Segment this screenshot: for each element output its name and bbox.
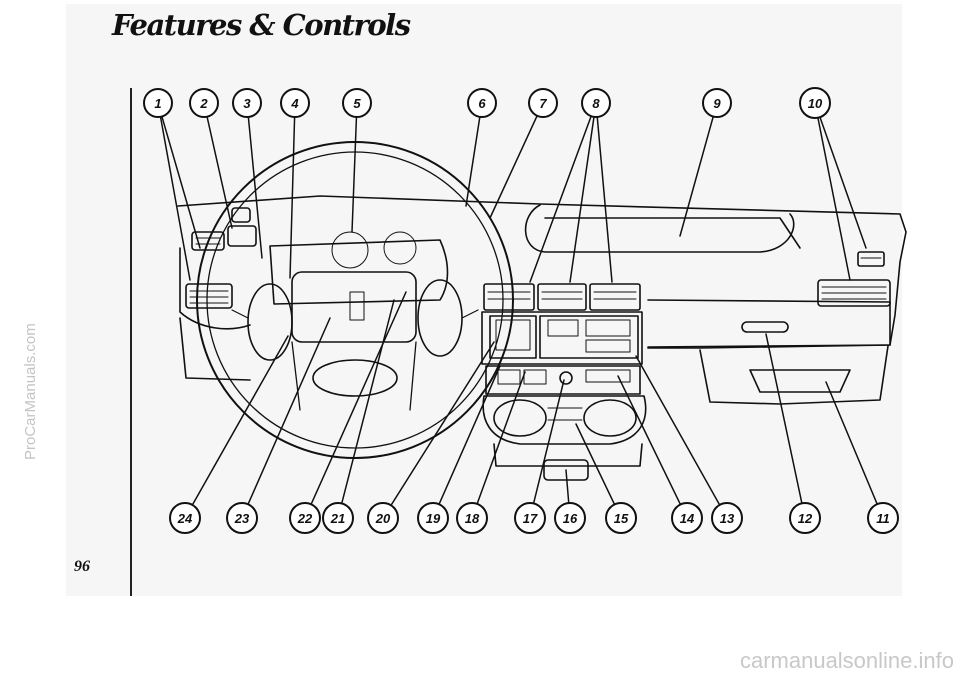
callout-16-label: 16 xyxy=(563,511,578,526)
callout-9: 9 xyxy=(702,88,732,118)
callout-13-label: 13 xyxy=(720,511,735,526)
callout-21-label: 21 xyxy=(330,511,345,526)
glovebox-top-panel xyxy=(544,217,801,249)
callout-11: 11 xyxy=(867,502,899,534)
callout-22: 22 xyxy=(289,502,321,534)
callout-23-label: 23 xyxy=(234,511,250,526)
lower-panel-right xyxy=(699,345,889,405)
right-control-pad xyxy=(417,279,463,357)
margin-rule xyxy=(130,88,132,596)
callout-7: 7 xyxy=(528,88,558,118)
lower-panel xyxy=(179,317,251,381)
lower-drawer xyxy=(749,369,851,393)
callout-1: 1 xyxy=(143,88,173,118)
center-vent-3 xyxy=(589,283,641,311)
center-vent-1 xyxy=(483,283,535,311)
steering-column xyxy=(312,359,398,397)
callout-8-label: 8 xyxy=(592,96,600,111)
callout-5-label: 5 xyxy=(353,96,361,111)
callout-3-label: 3 xyxy=(243,96,251,111)
callout-15-label: 15 xyxy=(614,511,629,526)
callout-6-label: 6 xyxy=(478,96,486,111)
dashboard-top-outline xyxy=(177,195,907,349)
callout-14-label: 14 xyxy=(680,511,695,526)
callout-2-label: 2 xyxy=(199,96,208,111)
callout-23: 23 xyxy=(226,502,258,534)
center-vent-2 xyxy=(537,283,587,311)
right-cup-holder xyxy=(583,399,637,437)
callout-24-label: 24 xyxy=(177,511,193,526)
callout-4-label: 4 xyxy=(290,96,299,111)
callout-10-label: 10 xyxy=(808,96,823,111)
callout-10: 10 xyxy=(799,87,831,119)
callout-8: 8 xyxy=(581,88,611,118)
glovebox-latch xyxy=(741,321,789,333)
climate-control-panel xyxy=(489,315,537,359)
cup-holder-tray xyxy=(482,395,647,445)
callout-18: 18 xyxy=(456,502,488,534)
callout-13: 13 xyxy=(711,502,743,534)
callout-22-label: 22 xyxy=(297,511,313,526)
callout-12: 12 xyxy=(789,502,821,534)
callout-20: 20 xyxy=(367,502,399,534)
airbag-hub xyxy=(291,271,417,343)
callout-19-label: 19 xyxy=(426,511,441,526)
right-upper-vent xyxy=(857,251,885,267)
dashboard-lower-band xyxy=(179,247,251,330)
callout-3: 3 xyxy=(232,88,262,118)
callout-4: 4 xyxy=(280,88,310,118)
callout-12-label: 12 xyxy=(798,511,813,526)
callout-21: 21 xyxy=(322,502,354,534)
callout-17: 17 xyxy=(514,502,546,534)
callout-16: 16 xyxy=(554,502,586,534)
callout-15: 15 xyxy=(605,502,637,534)
dashboard-upper-edge xyxy=(524,204,795,253)
instrument-cluster xyxy=(269,239,449,305)
left-cup-holder xyxy=(493,399,547,437)
console-body xyxy=(493,443,643,467)
left-upper-vent xyxy=(191,231,225,251)
callout-7-label: 7 xyxy=(539,96,547,111)
callout-2: 2 xyxy=(189,88,219,118)
callout-20-label: 20 xyxy=(375,511,391,526)
callout-19: 19 xyxy=(417,502,449,534)
bottom-watermark: carmanualsonline.info xyxy=(739,648,954,673)
page-title: Features & Controls xyxy=(112,8,411,42)
left-control-pad xyxy=(247,283,293,361)
steering-wheel-outer xyxy=(196,141,514,459)
callout-6: 6 xyxy=(467,88,497,118)
callout-5: 5 xyxy=(342,88,372,118)
ashtray xyxy=(543,459,589,481)
lower-console xyxy=(485,365,641,395)
right-side-vent xyxy=(817,279,891,307)
center-stack xyxy=(481,311,643,365)
callout-11-label: 11 xyxy=(876,511,890,526)
callout-14: 14 xyxy=(671,502,703,534)
radio-panel xyxy=(539,315,639,359)
callout-9-label: 9 xyxy=(713,96,721,111)
callout-17-label: 17 xyxy=(523,511,538,526)
dashboard-lower-right xyxy=(647,299,891,348)
page-number: 96 xyxy=(74,558,90,575)
left-side-vent xyxy=(185,283,233,309)
callout-24: 24 xyxy=(169,502,201,534)
callout-1-label: 1 xyxy=(154,96,161,111)
callout-18-label: 18 xyxy=(465,511,480,526)
